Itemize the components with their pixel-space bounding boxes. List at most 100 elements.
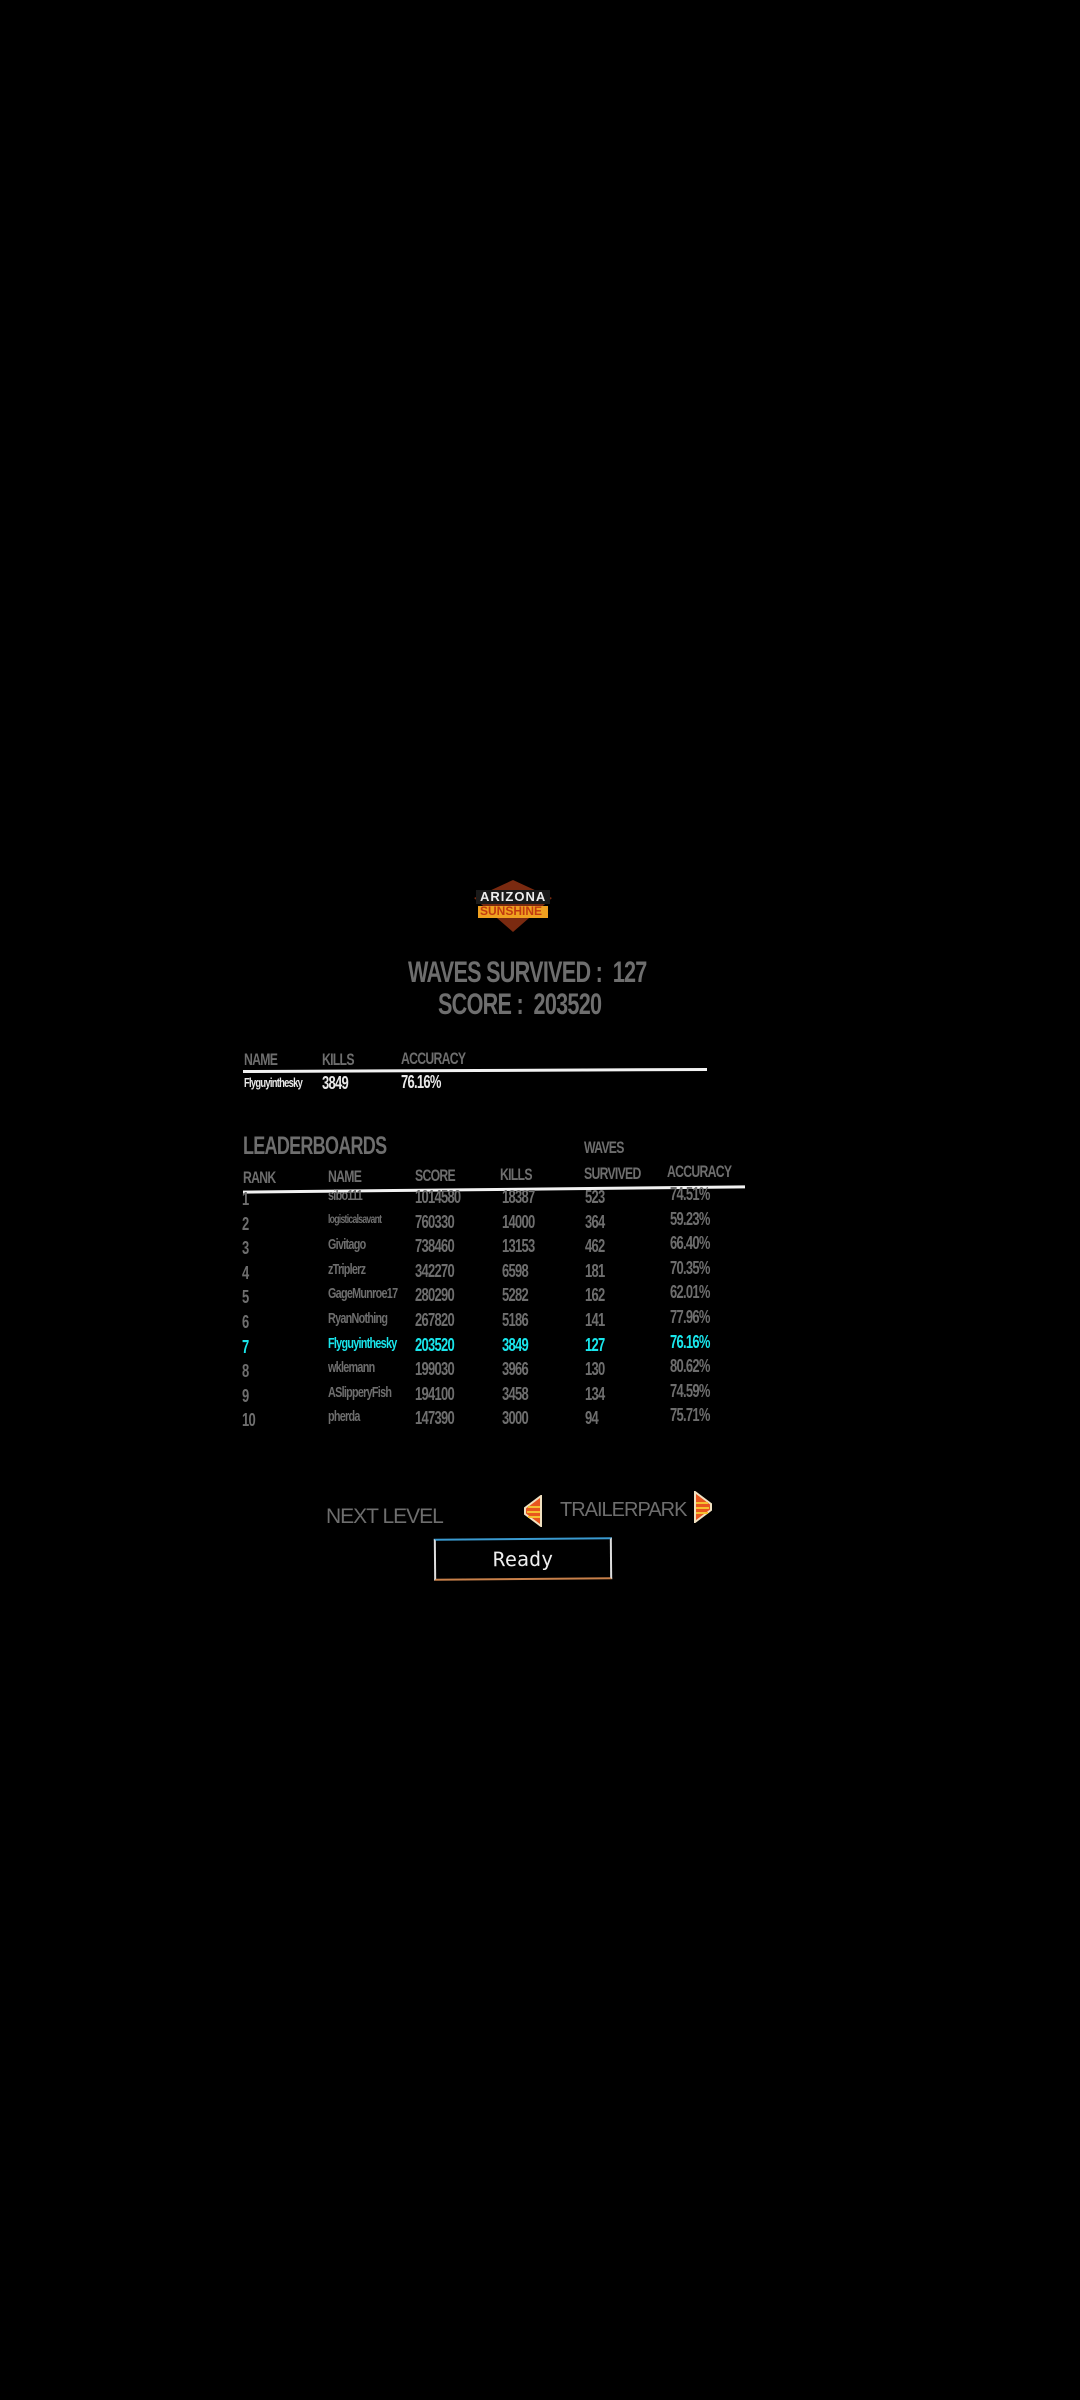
leaderboard-cell-accuracy: 74.59% bbox=[670, 1380, 710, 1401]
leaderboard-header-waves-top: WAVES bbox=[584, 1138, 624, 1157]
player-header-name: NAME bbox=[244, 1050, 278, 1069]
leaderboard-row-current-player: 7 Flyguyinthesky 203520 3849 127 76.16% bbox=[0, 1331, 1080, 1359]
leaderboard-cell-score: 738460 bbox=[415, 1236, 455, 1257]
leaderboard-cell-name: Givitago bbox=[328, 1236, 366, 1254]
leaderboard-cell-score: 203520 bbox=[415, 1334, 455, 1355]
leaderboard-cell-name: Flyguyinthesky bbox=[328, 1334, 397, 1352]
leaderboard-row: 3 Givitago 738460 13153 462 66.40% bbox=[0, 1233, 1080, 1260]
leaderboard-row: 4 zTriplerz 342270 6598 181 70.35% bbox=[0, 1257, 1080, 1285]
leaderboard-header-waves-bottom: SURVIVED bbox=[584, 1164, 641, 1183]
leaderboard-title: LEADERBOARDS bbox=[243, 1132, 387, 1160]
leaderboard-cell-rank: 3 bbox=[242, 1238, 249, 1259]
leaderboard-row: 9 ASlipperyFish 194100 3458 134 74.59% bbox=[0, 1380, 1080, 1408]
leaderboard-cell-score: 280290 bbox=[415, 1285, 455, 1306]
leaderboard-row: 8 wklemann 199030 3966 130 80.62% bbox=[0, 1356, 1080, 1383]
leaderboard-cell-waves: 364 bbox=[585, 1211, 605, 1232]
waves-survived-summary: WAVES SURVIVED : 127 bbox=[408, 956, 647, 990]
leaderboard-cell-name: GageMunroe17 bbox=[328, 1285, 398, 1303]
leaderboard-header-accuracy: ACCURACY bbox=[667, 1162, 732, 1181]
leaderboard-cell-rank: 9 bbox=[242, 1385, 249, 1406]
waves-survived-label: WAVES SURVIVED : bbox=[408, 956, 603, 989]
leaderboard-row: 5 GageMunroe17 280290 5282 162 62.01% bbox=[0, 1282, 1080, 1309]
leaderboard-cell-kills: 5282 bbox=[502, 1285, 529, 1306]
leaderboard-cell-waves: 94 bbox=[585, 1408, 599, 1429]
ready-button[interactable]: Ready bbox=[433, 1537, 613, 1581]
player-header-divider bbox=[242, 1067, 708, 1074]
leaderboard-cell-score: 342270 bbox=[415, 1260, 455, 1281]
ready-button-label: Ready bbox=[492, 1546, 554, 1572]
waves-survived-value: 127 bbox=[612, 956, 648, 989]
player-header-kills: KILLS bbox=[322, 1050, 354, 1069]
leaderboard-cell-score: 194100 bbox=[415, 1383, 455, 1404]
leaderboard-cell-kills: 3000 bbox=[502, 1408, 529, 1429]
leaderboard-cell-name: RyanNothing bbox=[328, 1310, 388, 1327]
leaderboard-cell-waves: 162 bbox=[585, 1285, 605, 1306]
leaderboard-cell-kills: 6598 bbox=[502, 1260, 529, 1281]
leaderboard-cell-kills: 14000 bbox=[502, 1211, 535, 1232]
leaderboard-cell-score: 199030 bbox=[415, 1359, 455, 1380]
arrow-left-icon bbox=[524, 1494, 542, 1528]
arrow-right-icon bbox=[694, 1490, 712, 1524]
logo-line1: ARIZONA bbox=[480, 889, 547, 904]
leaderboard-cell-waves: 181 bbox=[585, 1260, 605, 1281]
leaderboard-cell-score: 1014580 bbox=[415, 1187, 461, 1207]
player-name: Flyguyinthesky bbox=[244, 1075, 303, 1090]
leaderboard-cell-score: 267820 bbox=[415, 1310, 455, 1330]
leaderboard-cell-accuracy: 80.62% bbox=[670, 1356, 710, 1377]
leaderboard-cell-rank: 1 bbox=[242, 1189, 249, 1209]
logo-emblem-icon bbox=[474, 880, 552, 932]
leaderboard-cell-kills: 13153 bbox=[502, 1236, 535, 1257]
next-level-button[interactable] bbox=[693, 1490, 713, 1524]
leaderboard-header-rank: RANK bbox=[243, 1168, 276, 1187]
leaderboard-cell-name: zTriplerz bbox=[328, 1260, 366, 1278]
leaderboard-cell-rank: 6 bbox=[242, 1312, 249, 1332]
leaderboard-cell-accuracy: 77.96% bbox=[670, 1307, 710, 1327]
leaderboard-cell-kills: 18387 bbox=[502, 1187, 535, 1207]
leaderboard-cell-rank: 2 bbox=[242, 1213, 249, 1234]
leaderboard-cell-waves: 523 bbox=[585, 1187, 605, 1207]
next-level-label: NEXT LEVEL bbox=[326, 1505, 444, 1528]
leaderboard-header-name: NAME bbox=[328, 1167, 362, 1186]
leaderboard-cell-name: sibo111 bbox=[328, 1187, 363, 1204]
leaderboard-row: 6 RyanNothing 267820 5186 141 77.96% bbox=[0, 1307, 1080, 1334]
leaderboard-cell-accuracy: 70.35% bbox=[670, 1257, 710, 1278]
leaderboard-row: 1 sibo111 1014580 18387 523 74.51% bbox=[0, 1184, 1080, 1211]
leaderboard-cell-kills: 3966 bbox=[502, 1359, 529, 1380]
selected-level-name: TRAILERPARK bbox=[560, 1499, 687, 1521]
leaderboard-cell-kills: 3458 bbox=[502, 1383, 529, 1404]
leaderboard-cell-waves: 130 bbox=[585, 1359, 605, 1380]
leaderboard-cell-accuracy: 66.40% bbox=[670, 1233, 710, 1254]
leaderboard-cell-rank: 5 bbox=[242, 1287, 249, 1308]
leaderboard-cell-name: ASlipperyFish bbox=[328, 1383, 392, 1401]
leaderboard-cell-accuracy: 74.51% bbox=[670, 1184, 710, 1204]
leaderboard-header-score: SCORE bbox=[415, 1166, 456, 1185]
leaderboard-cell-rank: 8 bbox=[242, 1361, 249, 1382]
leaderboard-cell-waves: 134 bbox=[585, 1383, 605, 1404]
previous-level-button[interactable] bbox=[523, 1494, 543, 1528]
leaderboard-cell-accuracy: 75.71% bbox=[670, 1405, 710, 1426]
leaderboard-cell-rank: 7 bbox=[242, 1336, 249, 1357]
logo-line2: SUNSHINE bbox=[480, 904, 543, 918]
score-value: 203520 bbox=[533, 988, 602, 1021]
score-summary: SCORE : 203520 bbox=[438, 988, 602, 1022]
player-header-accuracy: ACCURACY bbox=[401, 1049, 466, 1068]
leaderboard-cell-rank: 10 bbox=[242, 1410, 256, 1431]
leaderboard-cell-waves: 462 bbox=[585, 1236, 605, 1257]
player-accuracy: 76.16% bbox=[401, 1072, 441, 1092]
leaderboard-cell-waves: 127 bbox=[585, 1334, 605, 1355]
leaderboard-cell-accuracy: 59.23% bbox=[670, 1208, 710, 1229]
leaderboard-cell-name: logisticalsavant bbox=[328, 1211, 382, 1226]
leaderboard-cell-accuracy: 62.01% bbox=[670, 1282, 710, 1303]
leaderboard-header-kills: KILLS bbox=[500, 1165, 532, 1184]
leaderboard-cell-accuracy: 76.16% bbox=[670, 1331, 710, 1352]
leaderboard-cell-rank: 4 bbox=[242, 1262, 249, 1283]
leaderboard-cell-kills: 3849 bbox=[502, 1334, 529, 1355]
game-logo: ARIZONA SUNSHINE bbox=[472, 880, 554, 932]
player-kills: 3849 bbox=[322, 1073, 349, 1093]
leaderboard-cell-waves: 141 bbox=[585, 1310, 605, 1330]
leaderboard-cell-score: 147390 bbox=[415, 1408, 455, 1429]
leaderboard-cell-name: wklemann bbox=[328, 1359, 375, 1377]
leaderboard-cell-kills: 5186 bbox=[502, 1310, 529, 1330]
